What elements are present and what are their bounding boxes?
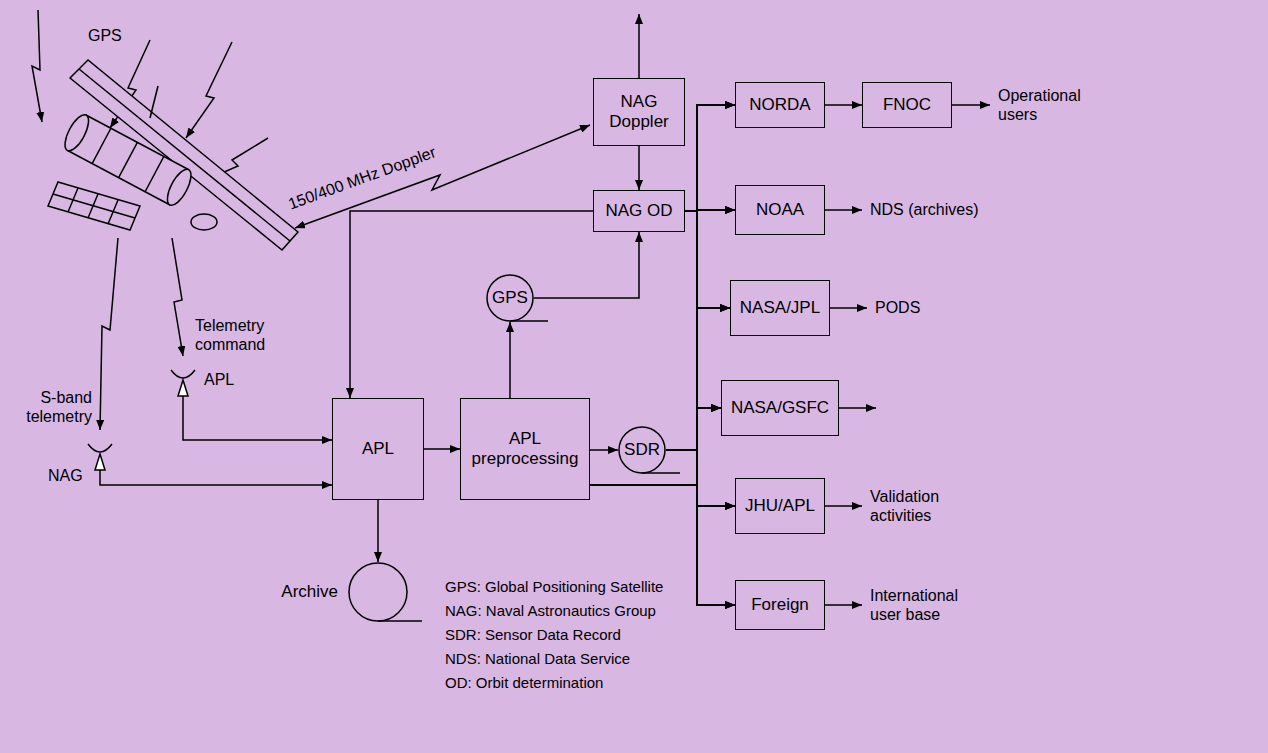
- key-entry: SDR: Sensor Data Record: [445, 626, 621, 644]
- process-box: APL preprocessing: [460, 398, 590, 500]
- reel-circle: [619, 427, 665, 473]
- output-label: Operational users: [998, 86, 1098, 124]
- output-label: PODS: [875, 298, 920, 317]
- reel-circle: [349, 563, 407, 621]
- connector-arrow: [638, 146, 640, 190]
- process-box: JHU/APL: [735, 478, 825, 534]
- reel-circle: [487, 275, 533, 321]
- process-box: FNOC: [862, 82, 952, 128]
- node-text: JHU/APL: [745, 496, 815, 516]
- body-end: [163, 166, 196, 209]
- antenna-mast: [150, 86, 158, 118]
- spacecraft-dish: [191, 214, 217, 230]
- array-grid: [53, 188, 135, 224]
- antenna-feed: [183, 396, 332, 440]
- solar-array: [48, 182, 140, 230]
- body-end: [60, 111, 93, 154]
- output-label: International user base: [870, 586, 980, 624]
- uplink-arrow: [638, 14, 640, 78]
- output-arrow: [952, 104, 990, 106]
- connector-arrow: [685, 211, 721, 408]
- output-arrow: [825, 505, 862, 507]
- antenna-dish: [171, 370, 195, 378]
- reel-tape: [642, 472, 680, 474]
- signal-label: NAG: [48, 466, 83, 485]
- output-arrow: [839, 407, 876, 409]
- key-entry: NDS: National Data Service: [445, 650, 630, 668]
- connector-arrow: [350, 211, 593, 398]
- process-box: NAG Doppler: [593, 78, 685, 146]
- output-arrow: [830, 307, 867, 309]
- antenna-pedestal: [178, 380, 188, 396]
- antenna-pedestal: [95, 454, 105, 470]
- gps-signal: [32, 10, 42, 122]
- node-text: NASA/GSFC: [731, 398, 829, 418]
- signal-label: APL: [204, 370, 234, 389]
- key-entry: GPS: Global Positioning Satellite: [445, 578, 663, 596]
- antenna-dish: [88, 444, 112, 452]
- process-box: NORDA: [735, 82, 825, 128]
- key-entry: NAG: Naval Astronautics Group: [445, 602, 656, 620]
- node-text: Archive: [281, 582, 338, 602]
- connector-arrow: [424, 448, 460, 450]
- node-text: APL preprocessing: [466, 429, 584, 470]
- tape-reel: GPS: [486, 274, 534, 322]
- connector-arrow: [590, 210, 735, 485]
- connector-arrow: [590, 408, 721, 485]
- node-text: SDR: [624, 440, 660, 460]
- node-text: APL: [362, 439, 394, 459]
- connector-arrow: [590, 308, 730, 485]
- downlink-signal: [172, 238, 183, 356]
- process-box: NASA/GSFC: [721, 380, 839, 436]
- reel-tape: [510, 320, 548, 322]
- connector-arrow: [685, 105, 735, 211]
- output-label: Validation activities: [870, 487, 960, 525]
- process-box: NOAA: [735, 185, 825, 235]
- node-text: GPS: [492, 288, 528, 308]
- signal-label: S-band telemetry: [14, 388, 92, 426]
- tape-reel: SDR: [618, 426, 666, 474]
- connector-arrow: [590, 485, 735, 506]
- connector-arrow: [534, 232, 639, 298]
- reel-outline: [348, 562, 408, 622]
- process-box: APL: [332, 398, 424, 500]
- antenna-feed: [100, 470, 332, 485]
- key-entry: OD: Orbit determination: [445, 674, 603, 692]
- node-text: NASA/JPL: [740, 298, 820, 318]
- connector-arrow: [685, 211, 735, 506]
- tape-reel: Archive: [348, 562, 408, 622]
- spacecraft-body: [60, 111, 195, 208]
- node-text: Foreign: [751, 595, 809, 615]
- node-text: NAG OD: [605, 201, 672, 221]
- connector-arrow: [666, 408, 721, 450]
- connector-arrow: [666, 450, 735, 506]
- connector-arrow: [825, 104, 862, 106]
- gps-signal: [186, 42, 232, 138]
- signal-label: GPS: [88, 26, 122, 45]
- connector-arrow: [590, 449, 618, 451]
- process-box: NASA/JPL: [730, 280, 830, 336]
- output-label: NDS (archives): [870, 200, 978, 219]
- node-text: NAG Doppler: [599, 92, 679, 133]
- connector-arrow: [685, 211, 730, 308]
- output-arrow: [825, 209, 862, 211]
- node-text: NORDA: [749, 95, 810, 115]
- connector-arrow: [590, 105, 735, 485]
- node-text: FNOC: [883, 95, 931, 115]
- connector-arrow: [509, 322, 511, 398]
- body-band: [92, 128, 164, 191]
- signal-label: Telemetry command: [195, 316, 285, 354]
- reel-tape: [378, 620, 422, 622]
- downlink-signal: [100, 238, 118, 430]
- connector-arrow: [377, 500, 379, 562]
- process-box: Foreign: [735, 580, 825, 630]
- process-box: NAG OD: [593, 190, 685, 232]
- node-text: NOAA: [756, 200, 804, 220]
- output-arrow: [825, 604, 862, 606]
